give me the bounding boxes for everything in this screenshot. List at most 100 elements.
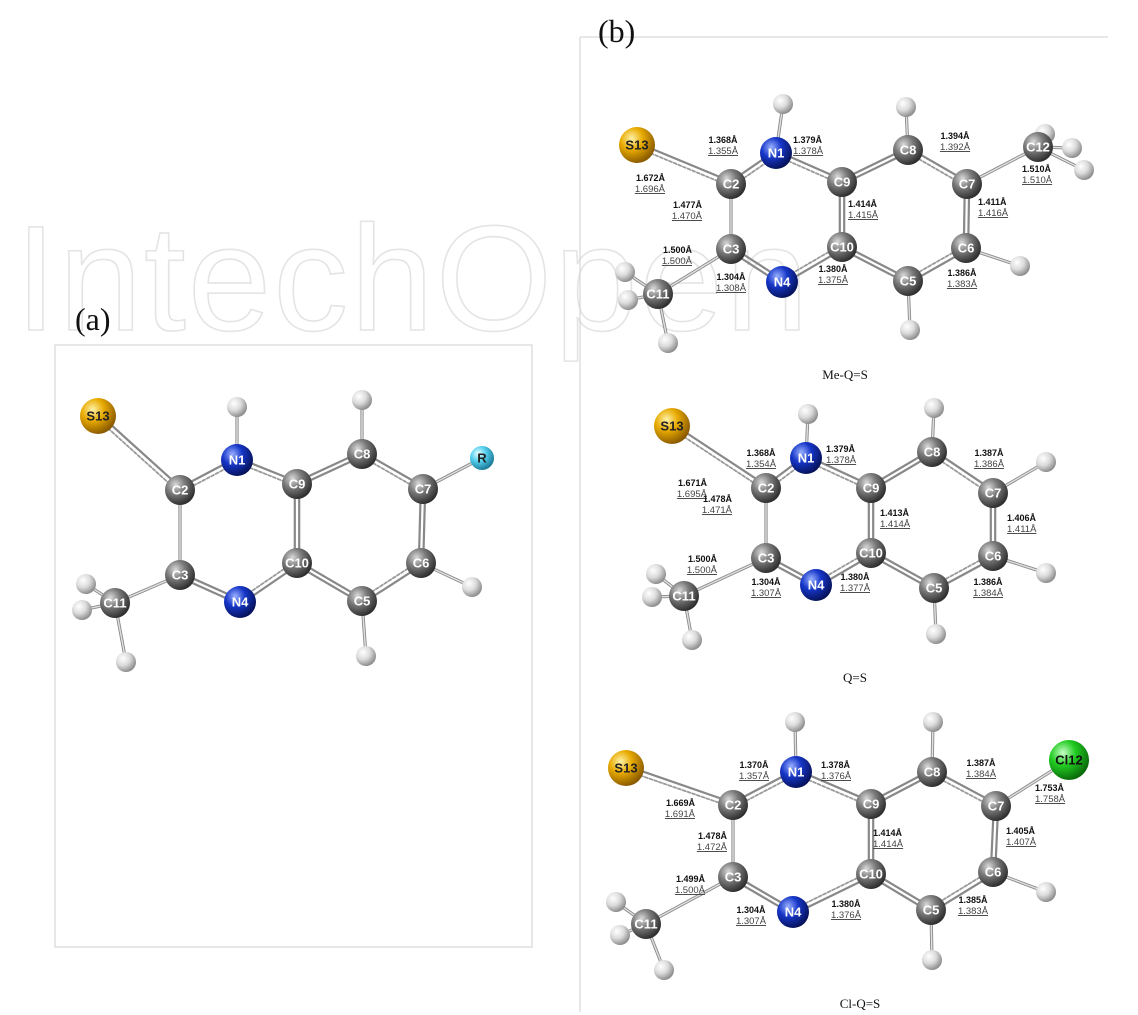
bond-length-calc: 1.370Å — [739, 760, 769, 770]
bond-line — [417, 496, 422, 556]
hydrogen-atom — [1036, 452, 1056, 472]
bond-length-calc: 1.304Å — [716, 272, 746, 282]
atom-c8 — [917, 757, 947, 787]
atom-label: C10 — [859, 546, 883, 561]
bond-length-exp: 1.414Å — [873, 839, 904, 850]
atom-c9 — [827, 167, 857, 197]
hydrogen-atom — [1036, 882, 1056, 902]
atom-c9 — [282, 469, 312, 499]
bond-line — [1045, 150, 1080, 169]
bond-line — [122, 577, 173, 601]
atom-label: C7 — [415, 482, 432, 497]
atom-label: C5 — [900, 274, 917, 289]
bond-length-exp: 1.691Å — [665, 809, 696, 820]
bond-length-exp: 1.354Å — [746, 459, 777, 470]
atom-c7 — [981, 791, 1011, 821]
atom-label: C3 — [723, 242, 740, 257]
atom-label: C5 — [354, 594, 371, 609]
atom-label: S13 — [86, 409, 109, 424]
atom-label: C8 — [924, 445, 941, 460]
bond-length-calc: 1.394Å — [940, 131, 970, 141]
bond-length-calc: 1.380Å — [840, 572, 870, 582]
atom-c10 — [856, 538, 886, 568]
bond-line — [738, 773, 788, 800]
bond-line — [635, 768, 727, 802]
atom-label: C2 — [758, 481, 775, 496]
bond-length-exp: 1.510Å — [1022, 175, 1053, 186]
atom-label: C7 — [985, 486, 1002, 501]
bond-length-calc: 1.671Å — [678, 478, 708, 488]
bond-line — [1000, 874, 1042, 891]
hydrogen-atom — [72, 600, 92, 620]
atom-label: C3 — [172, 568, 189, 583]
hydrogen-atom — [658, 333, 678, 353]
atom-c8 — [917, 437, 947, 467]
bond-length-calc: 1.379Å — [826, 444, 856, 454]
bond-length-calc: 1.414Å — [873, 828, 903, 838]
bond-length-exp: 1.376Å — [831, 910, 862, 921]
atom-n1 — [780, 756, 812, 788]
bond-line — [245, 565, 290, 596]
atom-label: N1 — [229, 453, 246, 468]
bond-line — [876, 773, 925, 799]
hydrogen-atom — [785, 712, 805, 732]
atom-label: C2 — [725, 798, 742, 813]
bond-line — [741, 777, 790, 804]
atom-label: N4 — [232, 595, 249, 610]
bond-line — [788, 248, 834, 276]
atom-n1 — [790, 442, 822, 474]
atom-n4 — [766, 266, 798, 298]
bond-line — [367, 564, 414, 596]
atom-label: N4 — [785, 905, 802, 920]
atom-label: C12 — [1026, 140, 1050, 155]
hydrogen-atom — [922, 950, 942, 970]
hydrogen-atom — [462, 577, 482, 597]
bond-length-exp: 1.500Å — [675, 885, 706, 896]
bond-length-calc: 1.386Å — [947, 268, 977, 278]
atom-label: C5 — [923, 903, 940, 918]
bond-line — [822, 554, 863, 579]
bond-length-calc: 1.406Å — [1007, 513, 1037, 523]
bond-line — [186, 579, 232, 602]
hydrogen-atom — [773, 94, 793, 114]
bond-line — [248, 568, 292, 600]
hydrogen-atom — [926, 624, 946, 644]
atom-label: C6 — [958, 241, 975, 256]
hydrogen-atom — [610, 925, 630, 945]
atom-c9 — [856, 789, 886, 819]
bond-line — [188, 575, 234, 598]
bond-length-calc: 1.304Å — [736, 905, 766, 915]
bond-line — [974, 150, 1031, 181]
bond-line — [814, 458, 865, 484]
bond-line — [1000, 464, 1042, 490]
bond-line — [773, 559, 810, 580]
bond-line — [967, 191, 971, 241]
bond-length-exp: 1.307Å — [751, 588, 782, 599]
panel-a-frame — [54, 344, 533, 948]
atom-c5 — [919, 573, 949, 603]
bond-line — [653, 880, 726, 921]
bond-line — [681, 429, 761, 483]
bond-line — [304, 564, 357, 596]
bond-line — [824, 558, 866, 584]
atom-c6 — [406, 548, 436, 578]
atom-s13 — [619, 127, 655, 163]
atom-c2 — [718, 790, 748, 820]
bond-length-exp: 1.376Å — [821, 771, 852, 782]
atom-c8 — [347, 439, 377, 469]
bond-length-exp: 1.355Å — [708, 146, 739, 157]
bond-line — [878, 777, 927, 803]
atom-c3 — [716, 234, 746, 264]
bond-line — [430, 460, 477, 486]
bond-line — [428, 566, 468, 586]
bond-line — [185, 461, 229, 485]
bond-length-calc: 1.304Å — [751, 577, 781, 587]
bond-line — [369, 455, 418, 484]
hydrogen-atom — [618, 290, 638, 310]
atom-n1 — [221, 444, 253, 476]
panel-a-label: (a) — [75, 301, 111, 337]
bond-line — [784, 153, 836, 178]
bond-line — [738, 250, 777, 277]
atom-label: C11 — [646, 287, 669, 302]
